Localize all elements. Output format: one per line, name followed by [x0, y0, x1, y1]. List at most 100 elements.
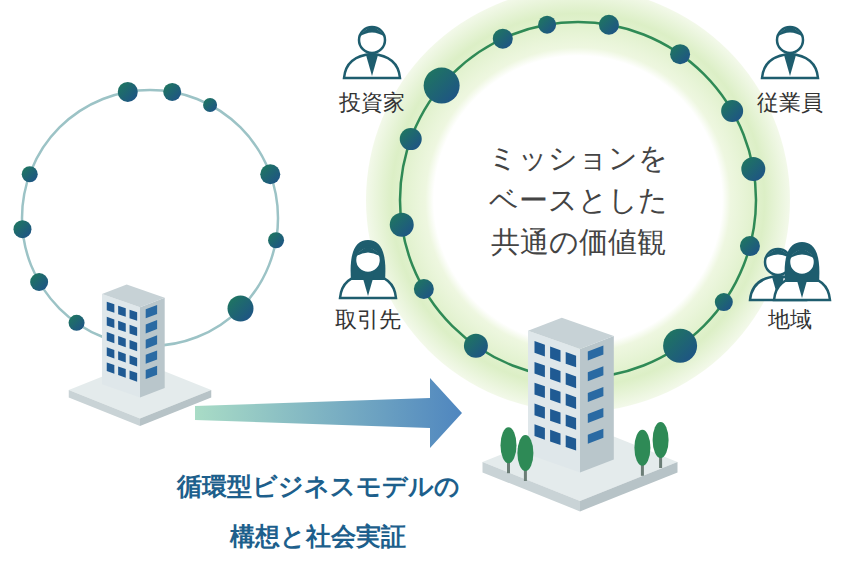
stakeholder-label: 従業員: [757, 88, 823, 118]
loop-dot: [268, 232, 284, 248]
window: [118, 306, 126, 317]
window: [550, 347, 560, 362]
loop-dot: [228, 296, 254, 322]
person-body: [344, 54, 400, 78]
person-hair: [785, 242, 820, 282]
window: [107, 347, 115, 358]
loop-dot: [260, 164, 280, 184]
wall-right: [580, 336, 614, 473]
person-head: [359, 27, 385, 53]
base-left: [483, 462, 581, 511]
ring-dot: [670, 44, 690, 64]
window: [588, 429, 604, 444]
tree-crown: [653, 422, 669, 458]
person-icon: [344, 27, 400, 78]
model-caption: 循環型ビジネスモデルの 構想と社会実証: [168, 462, 468, 562]
window: [130, 370, 138, 381]
wall-left: [528, 331, 580, 473]
person-body: [774, 276, 830, 300]
base-right: [140, 390, 211, 426]
window: [535, 341, 545, 356]
window: [130, 325, 138, 336]
ring-dot: [740, 236, 760, 256]
person-icon: [340, 240, 396, 298]
window: [146, 335, 157, 348]
window: [566, 435, 576, 450]
person-hairline: [789, 250, 815, 260]
person-hairline: [355, 248, 381, 258]
window: [118, 351, 126, 362]
window: [146, 350, 157, 363]
person-head: [789, 249, 815, 275]
person-hairline: [777, 28, 803, 38]
window: [146, 320, 157, 333]
base-right: [580, 462, 678, 511]
person-hairline: [359, 28, 385, 38]
window: [535, 383, 545, 398]
person-tie: [362, 275, 374, 296]
stakeholder-label: 取引先: [335, 305, 401, 335]
window: [130, 310, 138, 321]
ring-dot: [538, 16, 556, 34]
window: [588, 366, 604, 381]
stakeholder-label: 投資家: [339, 88, 405, 118]
tree-crown: [517, 435, 533, 471]
tree-crown: [634, 430, 650, 466]
window: [146, 366, 157, 379]
window: [118, 321, 126, 332]
window: [550, 388, 560, 403]
wall-left: [102, 294, 140, 398]
window: [118, 336, 126, 347]
building: [69, 285, 212, 427]
loop-dot: [203, 98, 217, 112]
ring-dot: [721, 100, 743, 122]
window: [566, 352, 576, 367]
stakeholder-icons: [340, 27, 830, 300]
ring-dot: [464, 334, 488, 358]
ring-dot: [414, 279, 434, 299]
window: [550, 409, 560, 424]
tree-crown: [501, 427, 517, 463]
value-text: ミッションを ベースとした 共通の価値観: [483, 137, 673, 263]
window: [535, 362, 545, 377]
loop-dot: [163, 83, 181, 101]
person-icon: [762, 27, 818, 78]
window: [588, 346, 604, 361]
loop-dot: [13, 220, 31, 238]
window: [107, 362, 115, 373]
person-tie: [796, 277, 808, 298]
ring-dot: [493, 29, 513, 49]
person-hair: [351, 240, 386, 280]
window: [550, 430, 560, 445]
loop-dot: [22, 166, 38, 182]
ring-dot: [390, 213, 414, 237]
window: [566, 394, 576, 409]
ring-dot: [424, 68, 460, 104]
person-body: [762, 54, 818, 78]
window: [107, 332, 115, 343]
window: [146, 305, 157, 318]
value-ring: [400, 22, 756, 378]
window: [550, 367, 560, 382]
person-icon: [774, 242, 830, 300]
window: [130, 340, 138, 351]
window: [130, 355, 138, 366]
window: [588, 408, 604, 423]
person-head: [777, 27, 803, 53]
loop-dot: [118, 82, 138, 102]
window: [535, 404, 545, 419]
base-left: [69, 390, 140, 426]
window: [107, 317, 115, 328]
window: [588, 387, 604, 402]
ring-dot: [400, 128, 422, 150]
transition-arrow: [195, 378, 462, 448]
wall-right: [140, 298, 165, 398]
building: [483, 318, 678, 512]
window: [566, 373, 576, 388]
stakeholder-label: 地域: [768, 305, 812, 335]
loop-dot: [69, 315, 85, 331]
person-head: [355, 247, 381, 273]
value-circle: ミッションを ベースとした 共通の価値観: [483, 137, 673, 263]
ring-dot: [599, 15, 619, 35]
loop-dot: [30, 273, 48, 291]
